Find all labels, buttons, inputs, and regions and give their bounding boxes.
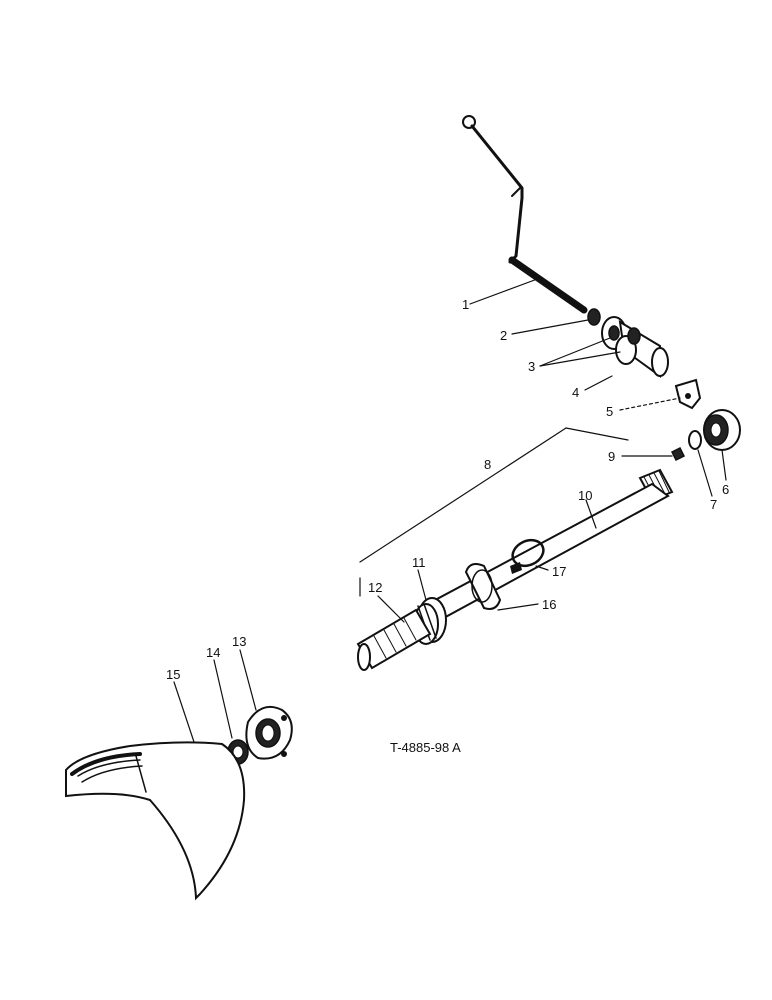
callout-4: 4 xyxy=(572,385,579,400)
callout-6: 6 xyxy=(722,482,729,497)
bushing xyxy=(587,308,601,326)
callout-2: 2 xyxy=(500,328,507,343)
gear xyxy=(703,409,741,451)
callout-3: 3 xyxy=(528,359,535,374)
callout-13: 13 xyxy=(232,634,246,649)
callout-labels: 1 2 3 4 5 6 7 8 9 10 11 12 13 14 15 16 1… xyxy=(166,297,729,682)
leader-lines xyxy=(173,277,727,743)
lever-housing xyxy=(601,316,669,378)
shift-fork xyxy=(674,378,702,410)
callout-7: 7 xyxy=(710,497,717,512)
callout-14: 14 xyxy=(206,645,220,660)
pto-shield xyxy=(65,741,246,901)
callout-12: 12 xyxy=(368,580,382,595)
bearing-housing xyxy=(245,706,293,760)
callout-17: 17 xyxy=(552,564,566,579)
callout-8: 8 xyxy=(484,457,491,472)
callout-9: 9 xyxy=(608,449,615,464)
callout-1: 1 xyxy=(462,297,469,312)
callout-11: 11 xyxy=(412,555,426,570)
o-ring xyxy=(510,538,545,574)
shift-lever xyxy=(462,115,588,314)
callout-16: 16 xyxy=(542,597,556,612)
callout-5: 5 xyxy=(606,404,613,419)
flange-gasket xyxy=(464,563,502,610)
snap-ring xyxy=(688,430,702,450)
callout-10: 10 xyxy=(578,488,592,503)
callout-15: 15 xyxy=(166,667,180,682)
pin xyxy=(670,446,686,462)
reference-code: T-4885-98 A xyxy=(390,740,461,755)
